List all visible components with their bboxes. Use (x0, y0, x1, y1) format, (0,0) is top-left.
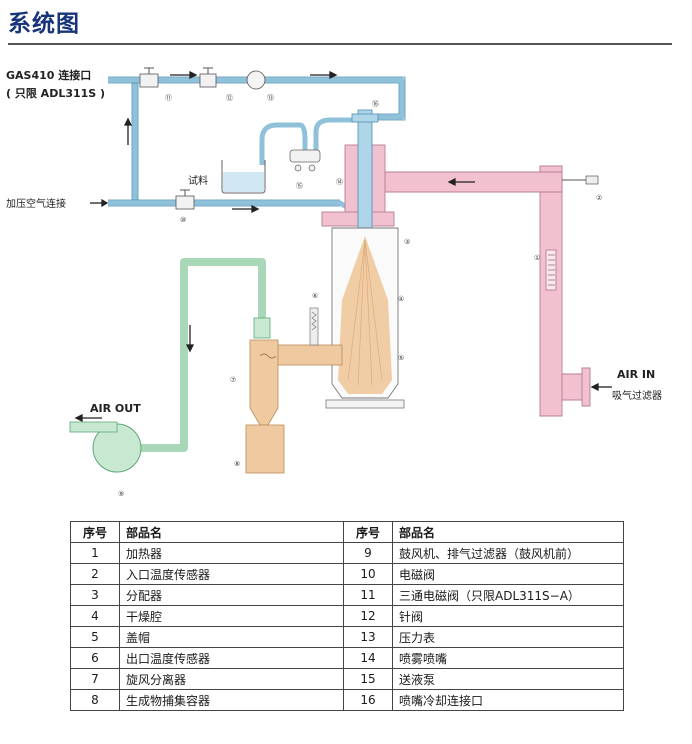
marker-4: ④ (398, 295, 404, 303)
cell-part: 入口温度传感器 (119, 563, 344, 585)
cell-part: 压力表 (392, 626, 624, 648)
cell-part: 出口温度传感器 (119, 647, 344, 669)
cell-no: 4 (70, 605, 120, 627)
flow-arrows-exhaust (74, 325, 195, 423)
cell-part: 旋风分离器 (119, 668, 344, 690)
exhaust-fitting (253, 317, 271, 339)
cell-part: 盖帽 (119, 626, 344, 648)
table-header-row: 序号 部品名 序号 部品名 (70, 521, 624, 543)
marker-12: ⑫ (226, 94, 233, 102)
table-row: 3 分配器 11 三通电磁阀（只限ADL311S−A） (70, 584, 624, 606)
cell-part: 喷嘴冷却连接口 (392, 689, 624, 711)
cell-part: 喷雾喷嘴 (392, 647, 624, 669)
cell-no: 14 (343, 647, 393, 669)
inlet-temp-sensor-2 (562, 175, 599, 185)
cell-part: 生成物捕集容器 (119, 689, 344, 711)
cell-no: 6 (70, 647, 120, 669)
page-title: 系统图 (8, 11, 80, 37)
cell-no: 1 (70, 542, 120, 564)
cell-no: 16 (343, 689, 393, 711)
solenoid-valve-10 (175, 189, 195, 210)
cell-no: 9 (343, 542, 393, 564)
adl311s-label: ( 只限 ADL311S ) (6, 86, 105, 100)
marker-7: ⑦ (230, 376, 236, 384)
air-out-label: AIR OUT (90, 402, 141, 415)
marker-10: ⑩ (180, 216, 186, 224)
air-in-arrow (447, 177, 612, 392)
cell-no: 2 (70, 563, 120, 585)
cell-no: 13 (343, 626, 393, 648)
marker-9: ⑨ (118, 490, 124, 498)
marker-5: ⑤ (398, 354, 404, 362)
cell-no: 3 (70, 584, 120, 606)
cell-no: 10 (343, 563, 393, 585)
cell-no: 8 (70, 689, 120, 711)
parts-table: 序号 部品名 序号 部品名 1 加热器 9 鼓风机、排气过滤器（鼓风机前） 2 … (70, 521, 624, 711)
sample-label: 试料 (188, 174, 208, 187)
heater-duct (384, 165, 591, 417)
needle-valve-12 (199, 67, 217, 88)
cell-no: 5 (70, 626, 120, 648)
table-row: 5 盖帽 13 压力表 (70, 626, 624, 648)
table-row: 7 旋风分离器 15 送液泵 (70, 668, 624, 690)
cell-part: 电磁阀 (392, 563, 624, 585)
spray-lines (347, 239, 383, 386)
cell-no: 11 (343, 584, 393, 606)
marker-14: ⑭ (336, 178, 343, 186)
table-row: 2 入口温度传感器 10 电磁阀 (70, 563, 624, 585)
table-row: 4 干燥腔 12 针阀 (70, 605, 624, 627)
col-header-name-left: 部品名 (119, 521, 344, 543)
title-rule (8, 43, 672, 45)
cell-no: 12 (343, 605, 393, 627)
collection-vessel-8 (245, 424, 285, 474)
exhaust-duct (140, 258, 266, 452)
marker-3: ③ (404, 238, 410, 246)
table-row: 8 生成物捕集容器 16 喷嘴冷却连接口 (70, 689, 624, 711)
drying-chamber-4 (325, 227, 405, 409)
flow-arrows-air (90, 70, 338, 214)
sample-beaker (221, 160, 266, 194)
cell-part: 分配器 (119, 584, 344, 606)
cell-part: 干燥腔 (119, 605, 344, 627)
cell-part: 加热器 (119, 542, 344, 564)
marker-16: ⑯ (372, 100, 379, 108)
solenoid-valve-11 (139, 67, 159, 88)
table-row: 1 加热器 9 鼓风机、排气过滤器（鼓风机前） (70, 542, 624, 564)
marker-11: ⑪ (165, 94, 172, 102)
cell-no: 15 (343, 668, 393, 690)
marker-6: ⑥ (312, 292, 318, 300)
pressure-gauge-13 (246, 70, 266, 90)
outlet-temp-sensor-6 (311, 311, 317, 331)
liquid-pump-15 (289, 149, 321, 172)
col-header-name-right: 部品名 (392, 521, 624, 543)
cell-part: 针阀 (392, 605, 624, 627)
marker-2: ② (596, 194, 602, 202)
distributor-3 (321, 109, 395, 239)
air-in-label: AIR IN (617, 368, 655, 381)
col-header-no-right: 序号 (343, 521, 393, 543)
intake-filter-label: 吸气过滤器 (612, 389, 662, 402)
marker-1: ① (534, 254, 540, 262)
heater-coil (548, 254, 555, 286)
cell-part: 送液泵 (392, 668, 624, 690)
marker-8: ⑧ (234, 460, 240, 468)
col-header-no-left: 序号 (70, 521, 120, 543)
cell-no: 7 (70, 668, 120, 690)
compressed-air-label: 加压空气连接 (6, 197, 66, 210)
cell-part: 三通电磁阀（只限ADL311S−A） (392, 584, 624, 606)
blower-9 (69, 421, 142, 473)
cell-part: 鼓风机、排气过滤器（鼓风机前） (392, 542, 624, 564)
marker-15: ⑮ (296, 182, 303, 190)
table-row: 6 出口温度传感器 14 喷雾喷嘴 (70, 647, 624, 669)
cyclone-7 (249, 339, 279, 426)
system-diagram: GAS410 连接口 ( 只限 ADL311S ) 加压空气连接 试料 AIR … (6, 67, 662, 498)
gas410-label: GAS410 连接口 (6, 68, 91, 82)
marker-13: ⑬ (267, 94, 274, 102)
